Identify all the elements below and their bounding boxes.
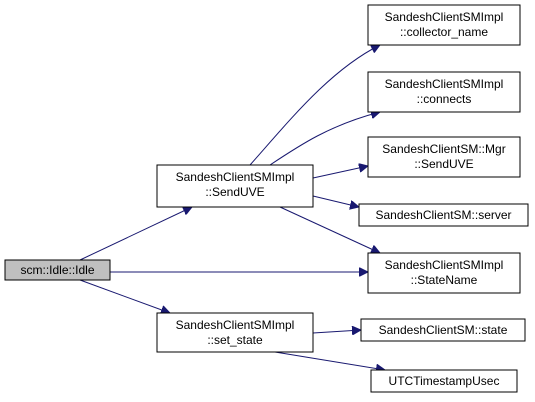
node-sandesh-client-sm-impl-collector-name[interactable]: SandeshClientSMImpl ::collector_name [367,4,521,46]
node-label-line-2: ::SendUVE [414,157,473,171]
node-label: SandeshClientSM::server [375,208,511,222]
node-sandesh-client-sm-impl-send-uve[interactable]: SandeshClientSMImpl ::SendUVE [156,164,314,208]
node-sandesh-client-sm-impl-state-name[interactable]: SandeshClientSMImpl ::StateName [367,252,521,294]
edge-send-uve-to-server [312,195,359,207]
node-label-line-2: ::StateName [411,273,478,287]
edge-root-to-set-state [79,279,170,313]
node-label-line-2: ::connects [417,92,472,106]
node-sandesh-client-sm-state[interactable]: SandeshClientSM::state [360,318,526,342]
node-label-line-2: ::SendUVE [205,185,264,199]
edge-set-state-to-state [312,330,361,333]
node-label: SandeshClientSM::state [379,323,508,337]
node-label-line-1: SandeshClientSMImpl [385,10,504,24]
edge-root-to-send-uve [79,207,192,261]
node-label-line-2: ::set_state [207,333,263,347]
node-label-line-1: SandeshClientSMImpl [176,318,295,332]
edge-send-uve-to-collector-name [249,45,380,166]
node-sandesh-client-sm-impl-connects[interactable]: SandeshClientSMImpl ::connects [367,71,521,113]
edge-send-uve-to-state-name [279,206,380,253]
node-sandesh-client-sm-impl-set-state[interactable]: SandeshClientSMImpl ::set_state [156,312,314,353]
node-sandesh-client-sm-server[interactable]: SandeshClientSM::server [358,203,529,227]
node-label-line-1: SandeshClientSMImpl [385,77,504,91]
call-edges [79,45,385,370]
node-label-line-2: ::collector_name [400,25,488,39]
node-label-line-1: SandeshClientSMImpl [176,170,295,184]
edge-send-uve-to-mgr-send-uve [312,166,368,179]
node-label: UTCTimestampUsec [389,374,500,388]
node-label-line-1: SandeshClientSM::Mgr [382,142,505,156]
node-scm-idle-idle[interactable]: scm::Idle::Idle [4,259,111,281]
node-label-line-1: SandeshClientSMImpl [385,258,504,272]
node-label: scm::Idle::Idle [20,263,94,277]
node-utc-timestamp-usec[interactable]: UTCTimestampUsec [370,369,518,393]
edge-send-uve-to-connects [269,112,380,166]
node-sandesh-client-sm-mgr-send-uve[interactable]: SandeshClientSM::Mgr ::SendUVE [367,136,521,178]
edge-set-state-to-utc-timestamp [274,351,385,370]
